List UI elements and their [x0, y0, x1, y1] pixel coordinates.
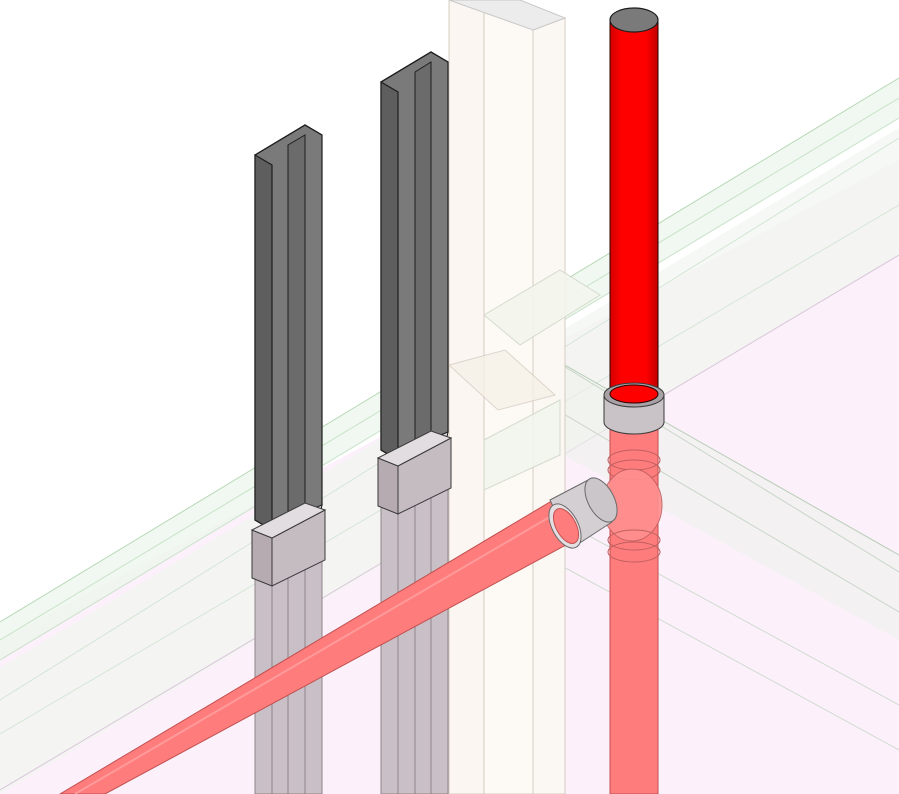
vertical-pipe-top-cap [609, 7, 659, 33]
column-flange-inner [414, 61, 432, 443]
column-collar-top [250, 502, 327, 539]
vertical-pipe-body [609, 19, 659, 391]
column-collar-top [376, 430, 453, 467]
column-collar-front [251, 529, 273, 587]
vertical-pipe-coupling-inner [609, 384, 659, 404]
slab-right-wing [482, 318, 899, 640]
tee-ring [607, 529, 661, 551]
column-flange-left [380, 80, 399, 462]
steel-column-right[interactable] [376, 51, 453, 794]
vertical-red-pipe[interactable] [603, 7, 665, 794]
tee-ring [607, 541, 661, 563]
column-top-edge [380, 51, 449, 83]
wall-post-front [448, 0, 485, 794]
slab-right-edge [539, 399, 899, 613]
diagonal-pipe-highlight [74, 503, 573, 794]
wall-post-block [483, 269, 601, 346]
wall-post-top [448, 0, 567, 31]
column-collar-front [377, 457, 399, 515]
column-top-edge [254, 124, 323, 156]
wall-post-plate [447, 349, 557, 411]
diagonal-pipe-coupling-inner [552, 508, 580, 544]
diagonal-pipe-coupling-back [584, 477, 618, 523]
column-flange-inner [287, 134, 306, 516]
diagonal-red-pipe[interactable] [59, 473, 624, 794]
column-flange-left [254, 153, 273, 532]
wall-post-block-lower [483, 399, 561, 491]
slab-right-edge [504, 329, 899, 573]
